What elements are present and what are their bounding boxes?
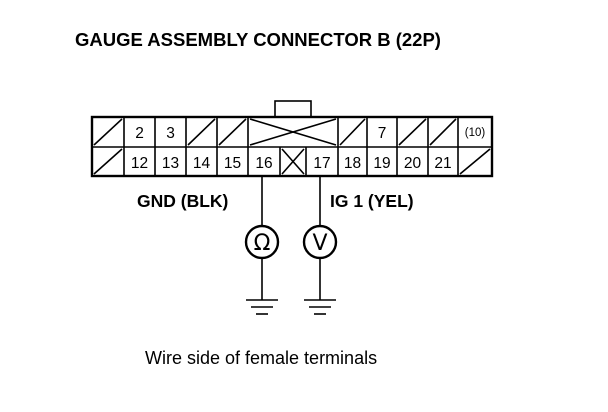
empty-cavity xyxy=(93,118,123,146)
pin-18: 18 xyxy=(344,155,361,172)
pin-16: 16 xyxy=(255,155,272,172)
volt-symbol: V xyxy=(312,231,327,256)
top-row: 2 3 7 (10) xyxy=(93,117,486,147)
ohmmeter-probe: Ω xyxy=(244,176,280,315)
diagram-title: GAUGE ASSEMBLY CONNECTOR B (22P) xyxy=(75,29,441,50)
pin-14: 14 xyxy=(193,155,211,172)
gnd-label: GND (BLK) xyxy=(137,191,228,211)
empty-cavity xyxy=(218,118,247,146)
empty-cavity xyxy=(339,118,366,146)
pin-7: 7 xyxy=(378,125,387,142)
voltmeter-probe: V xyxy=(302,176,338,315)
connector-lock-tab xyxy=(274,100,312,118)
pin-10: (10) xyxy=(465,127,486,139)
lock-area-cross xyxy=(249,118,337,146)
empty-cavity xyxy=(429,118,457,146)
pin-12: 12 xyxy=(131,155,148,172)
ig1-label: IG 1 (YEL) xyxy=(330,191,414,211)
pin-3: 3 xyxy=(166,125,175,142)
pin-2: 2 xyxy=(135,125,144,142)
pin-21: 21 xyxy=(434,155,451,172)
diagram-caption: Wire side of female terminals xyxy=(145,348,377,368)
ground-icon xyxy=(304,299,336,315)
empty-cavity xyxy=(187,118,216,146)
blocked-cavity-cross xyxy=(281,148,305,175)
bottom-row: 12 13 14 15 16 17 18 19 20 21 xyxy=(93,147,491,176)
pin-17: 17 xyxy=(313,155,330,172)
pin-20: 20 xyxy=(404,155,422,172)
pin-15: 15 xyxy=(224,155,241,172)
empty-cavity xyxy=(93,148,123,175)
ground-icon xyxy=(246,299,278,315)
empty-cavity xyxy=(398,118,427,146)
empty-cavity xyxy=(459,148,491,175)
pin-19: 19 xyxy=(373,155,390,172)
pin-13: 13 xyxy=(162,155,179,172)
ohm-symbol: Ω xyxy=(254,231,271,256)
